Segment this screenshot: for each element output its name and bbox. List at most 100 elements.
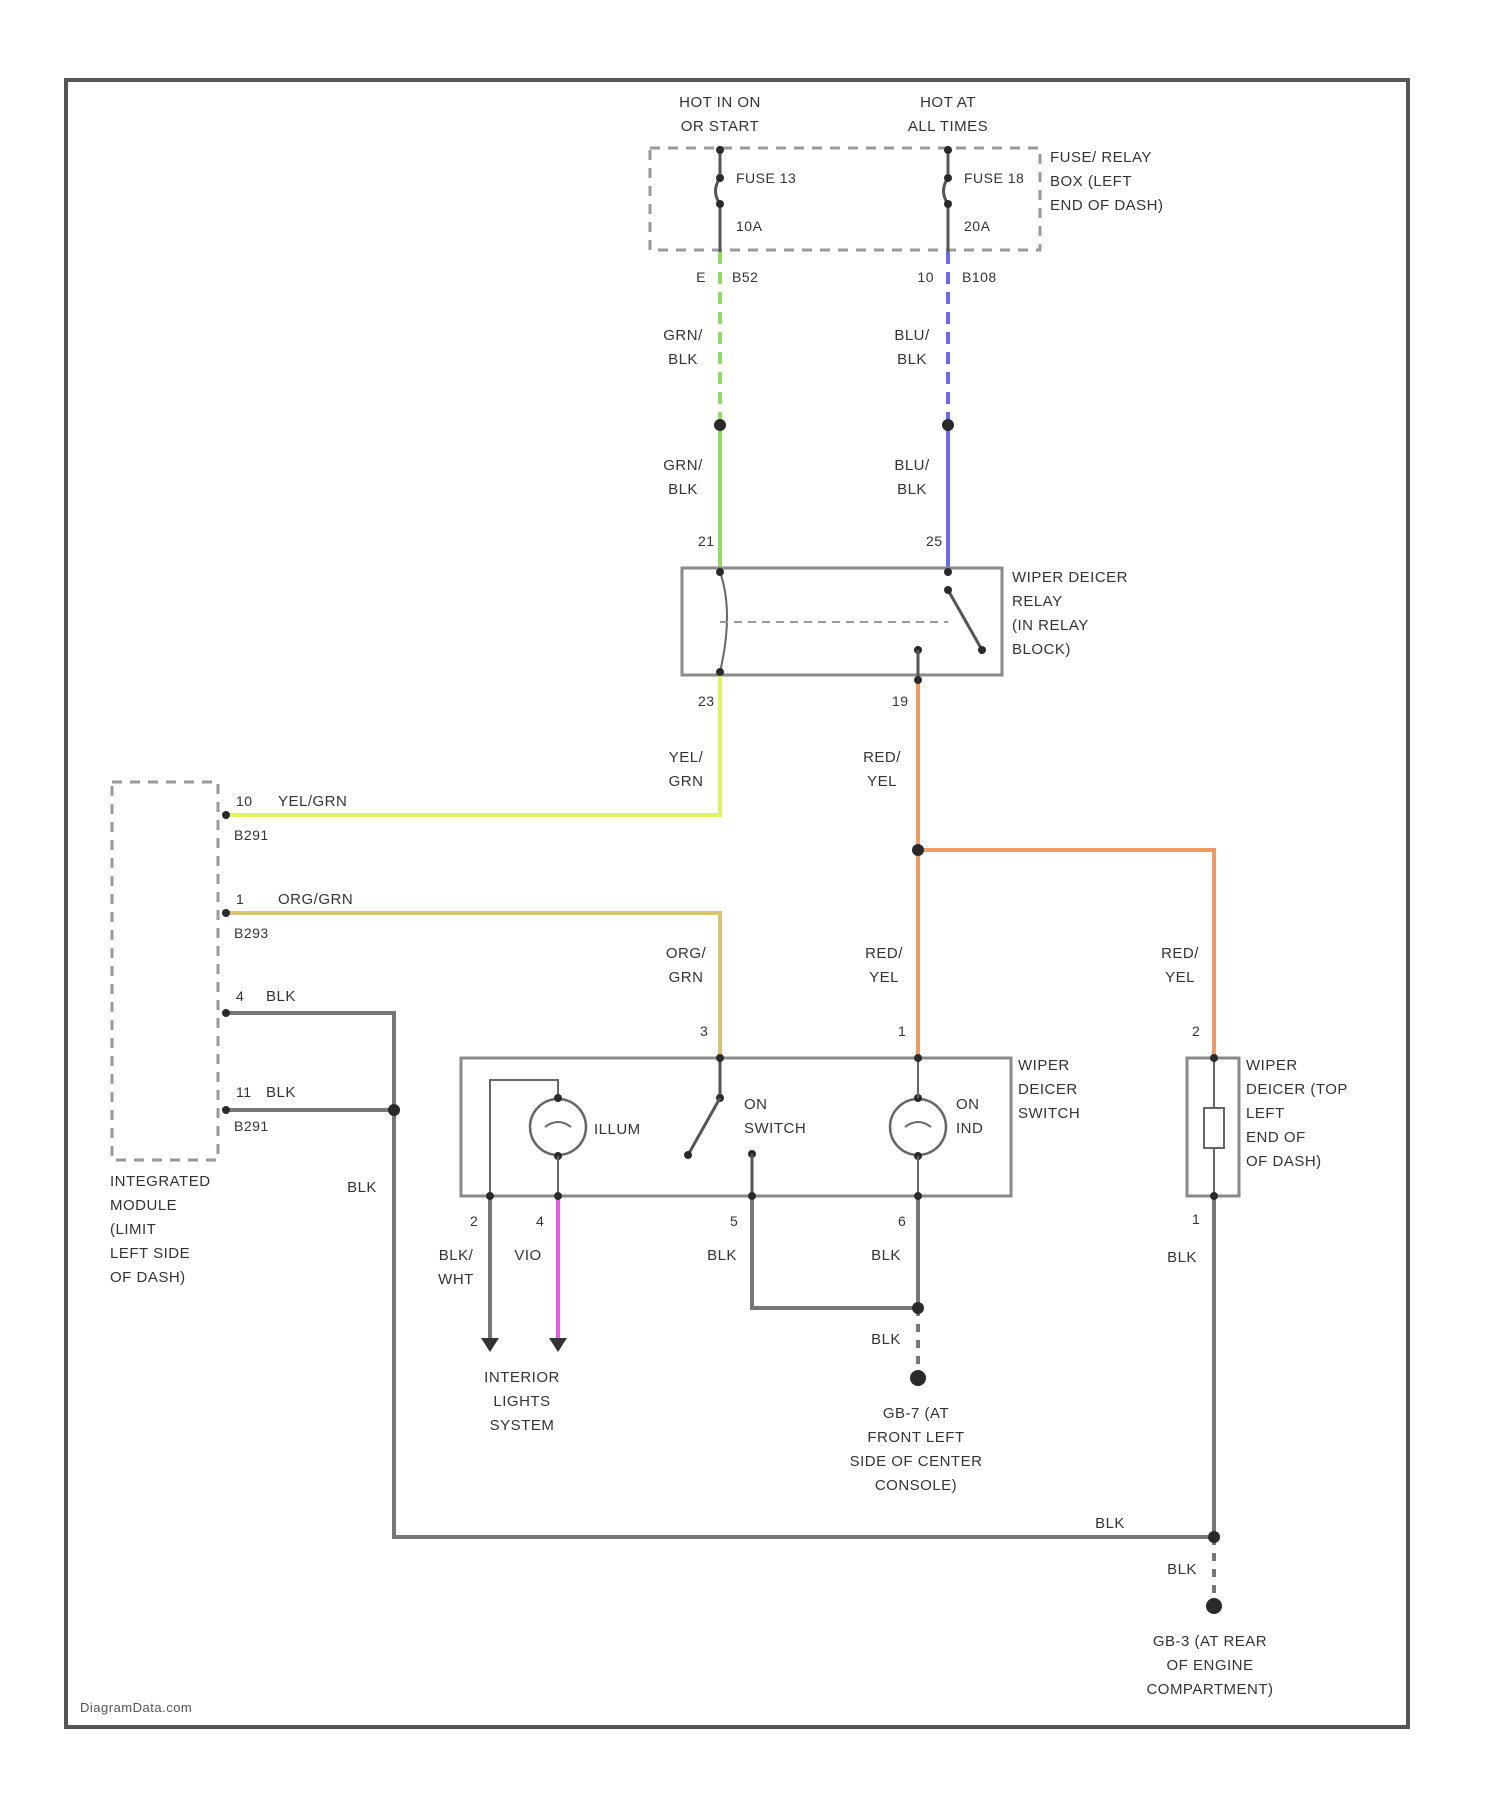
gb7-label-3: SIDE OF CENTER — [850, 1453, 983, 1470]
deicer-pin-2: 2 — [1192, 1023, 1200, 1039]
relay-label-2: RELAY — [1012, 593, 1063, 610]
blk-label-deicer: BLK — [1167, 1249, 1197, 1266]
module-wire-blk-11: BLK — [266, 1084, 296, 1101]
blu-blk-label-1b: BLK — [897, 351, 927, 368]
module-pin-4: 4 — [236, 988, 244, 1004]
fuse-13-rating: 10A — [736, 218, 763, 234]
grn-blk-label-1a: GRN/ — [663, 327, 703, 344]
switch-pin-6: 6 — [898, 1213, 906, 1229]
gb7-label-4: CONSOLE) — [875, 1477, 957, 1494]
wire-red-yel: RED/ YEL RED/ YEL RED/ YEL — [863, 682, 1214, 1055]
wire-blk-deicer: BLK BLK — [1167, 1196, 1222, 1614]
grn-blk-label-2a: GRN/ — [663, 457, 703, 474]
on-switch-label-2: SWITCH — [744, 1120, 806, 1137]
module-pin-11: 11 — [236, 1084, 252, 1100]
splice-switch-blk — [912, 1302, 924, 1314]
arrow-interior-1 — [481, 1338, 499, 1352]
interior-lights-3: SYSTEM — [490, 1417, 555, 1434]
fuse-18-rating: 20A — [964, 218, 991, 234]
grn-blk-label-2b: BLK — [668, 481, 698, 498]
wire-blk-switch: BLK BLK BLK — [707, 1196, 926, 1386]
deicer-label-2: DEICER (TOP — [1246, 1081, 1348, 1098]
gb3-label-2: OF ENGINE — [1166, 1657, 1253, 1674]
fuse-13: FUSE 13 10A E B52 — [696, 146, 796, 285]
yel-grn-label-b: GRN — [669, 773, 704, 790]
blk-wht-label-a: BLK/ — [439, 1247, 474, 1264]
interior-lights-1: INTERIOR — [484, 1369, 560, 1386]
illum-lamp — [530, 1099, 586, 1155]
ground-gb7 — [910, 1370, 926, 1386]
switch-label-3: SWITCH — [1018, 1105, 1080, 1122]
switch-pin-3: 3 — [700, 1023, 708, 1039]
interior-lights-label: INTERIOR LIGHTS SYSTEM — [484, 1369, 560, 1434]
blu-blk-label-2a: BLU/ — [894, 457, 930, 474]
module-label-5: OF DASH) — [110, 1269, 186, 1286]
red-yel-label-2a: RED/ — [865, 945, 903, 962]
switch-pin-4: 4 — [536, 1213, 544, 1229]
fuse-13-name: FUSE 13 — [736, 170, 796, 186]
deicer-pin-1: 1 — [1192, 1211, 1200, 1227]
module-pin-1: 1 — [236, 891, 244, 907]
gb7-label-2: FRONT LEFT — [867, 1429, 964, 1446]
blu-blk-label-1a: BLU/ — [894, 327, 930, 344]
relay-pin-19: 19 — [892, 693, 909, 709]
ground-gb3 — [1206, 1598, 1222, 1614]
red-yel-label-1b: YEL — [867, 773, 897, 790]
on-switch-label-1: ON — [744, 1096, 768, 1113]
hot-all-line1: HOT AT — [920, 94, 976, 111]
blk-wht-label-b: WHT — [438, 1271, 474, 1288]
deicer-label-3: LEFT — [1246, 1105, 1285, 1122]
relay-label-4: BLOCK) — [1012, 641, 1071, 658]
red-yel-label-3a: RED/ — [1161, 945, 1199, 962]
deicer-label-4: END OF — [1246, 1129, 1306, 1146]
module-pin-labels: 10 YEL/GRN B291 1 ORG/GRN B293 4 BLK 11 … — [234, 793, 353, 1134]
switch-label: WIPER DEICER SWITCH — [1018, 1057, 1080, 1122]
diagram-frame — [66, 80, 1408, 1727]
blu-blk-label-2b: BLK — [897, 481, 927, 498]
module-label-4: LEFT SIDE — [110, 1245, 190, 1262]
module-wire-blk-4: BLK — [266, 988, 296, 1005]
module-conn-4: B291 — [234, 1118, 269, 1134]
switch-pin-5: 5 — [730, 1213, 738, 1229]
hot-run-line1: HOT IN ON — [679, 94, 761, 111]
blk-label-pin6: BLK — [871, 1247, 901, 1264]
fuse-relay-box — [650, 148, 1040, 250]
wire-org-grn: ORG/ GRN — [226, 913, 720, 1055]
module-wire-yel-grn: YEL/GRN — [278, 793, 347, 810]
org-grn-label-a: ORG/ — [666, 945, 707, 962]
blk-label-pin5: BLK — [707, 1247, 737, 1264]
red-yel-label-1a: RED/ — [863, 749, 901, 766]
hot-run-line2: OR START — [681, 118, 759, 135]
wire-blu-blk: BLU/ BLK BLU/ BLK — [894, 252, 954, 568]
switch-label-1: WIPER — [1018, 1057, 1070, 1074]
wire-grn-blk: GRN/ BLK GRN/ BLK — [663, 252, 726, 568]
wiper-deicer-relay: 21 25 23 19 — [682, 533, 1002, 709]
module-label-1: INTEGRATED — [110, 1173, 211, 1190]
relay-pin-23: 23 — [698, 693, 715, 709]
switch-pin-1: 1 — [898, 1023, 906, 1039]
org-grn-label-b: GRN — [669, 969, 704, 986]
fuse-box-label-1: FUSE/ RELAY — [1050, 149, 1152, 166]
fuse-18-connector: B108 — [962, 269, 997, 285]
relay-label-1: WIPER DEICER — [1012, 569, 1128, 586]
on-indicator-lamp — [890, 1099, 946, 1155]
deicer-label: WIPER DEICER (TOP LEFT END OF OF DASH) — [1246, 1057, 1348, 1170]
module-conn-1: B291 — [234, 827, 269, 843]
wire-blk-wht: BLK/ WHT — [438, 1196, 499, 1352]
interior-lights-2: LIGHTS — [493, 1393, 550, 1410]
fuse-18-name: FUSE 18 — [964, 170, 1024, 186]
deicer-label-1: WIPER — [1246, 1057, 1298, 1074]
gb3-label-3: COMPARTMENT) — [1146, 1681, 1273, 1698]
on-ind-label-1: ON — [956, 1096, 980, 1113]
on-ind-label-2: IND — [956, 1120, 983, 1137]
red-yel-label-3b: YEL — [1165, 969, 1195, 986]
switch-pin-2: 2 — [470, 1213, 478, 1229]
ground-gb7-label: GB-7 (AT FRONT LEFT SIDE OF CENTER CONSO… — [850, 1405, 983, 1494]
relay-label: WIPER DEICER RELAY (IN RELAY BLOCK) — [1012, 569, 1128, 658]
fuse-13-pin: E — [696, 269, 706, 285]
fuse-box-label-2: BOX (LEFT — [1050, 173, 1132, 190]
splice-deicer-blk — [1208, 1531, 1220, 1543]
splice-grn-blk — [714, 419, 726, 431]
module-pin-10: 10 — [236, 793, 253, 809]
